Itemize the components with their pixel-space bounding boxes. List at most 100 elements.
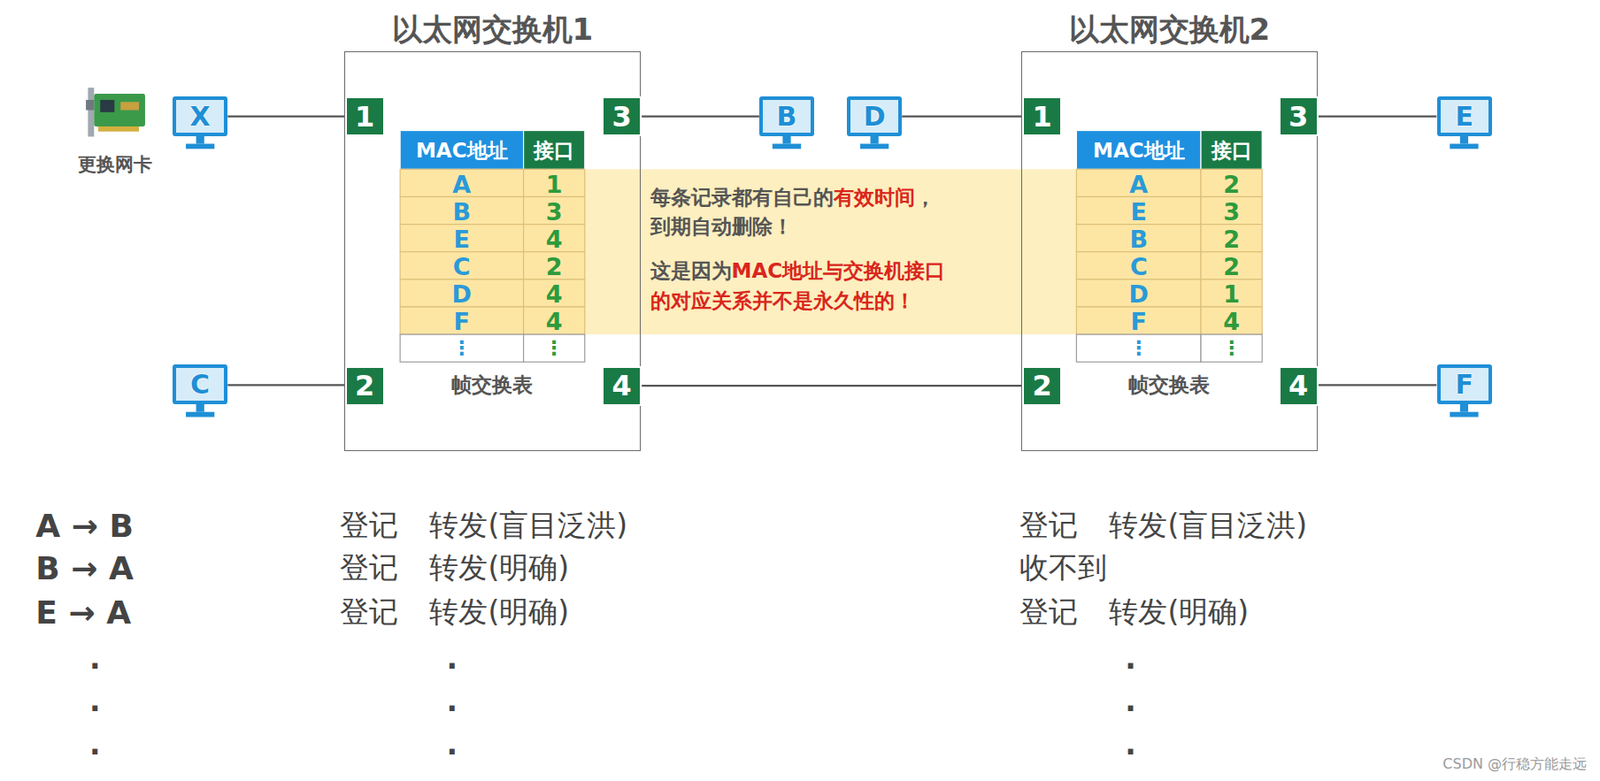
table-cell	[1076, 334, 1201, 362]
mac-address-cell: D	[1129, 280, 1149, 308]
table-cell	[400, 279, 524, 308]
continuation-dot: .	[446, 640, 459, 676]
note-line: 这是因为MAC地址与交换机接口	[650, 256, 947, 285]
table-header: 接口	[1211, 136, 1253, 164]
table-cell	[1200, 279, 1262, 308]
mac-address-cell: A	[452, 169, 471, 198]
link-wire	[227, 384, 345, 386]
host-letter: C	[190, 369, 210, 400]
port-number-box: 2	[345, 366, 385, 407]
switch2-action: 登记	[1019, 592, 1078, 632]
watermark: CSDN @行稳方能走远	[1442, 754, 1587, 774]
table-cell	[523, 279, 585, 308]
table-header: MAC地址	[1092, 136, 1185, 164]
table-cell	[1076, 169, 1201, 197]
interface-cell: 4	[546, 307, 563, 336]
table-ellipsis: ⋮	[452, 337, 472, 360]
switch2-action: 登记	[1019, 505, 1078, 546]
table-cell	[1076, 224, 1201, 253]
table-header-cell	[1076, 130, 1201, 170]
table-cell	[523, 169, 585, 197]
table-cell	[1200, 169, 1262, 197]
mac-address-cell: C	[453, 252, 471, 280]
table-cell	[1200, 196, 1262, 224]
note-text: 到期自动删除！	[650, 214, 793, 238]
interface-cell: 4	[546, 280, 563, 308]
link-wire	[641, 384, 1023, 387]
interface-cell: 1	[546, 169, 563, 198]
switch1-action: 转发(明确)	[429, 592, 570, 632]
link-wire	[641, 115, 760, 117]
continuation-dot: .	[1124, 640, 1137, 676]
host-monitor: E	[1437, 96, 1493, 137]
switch1-action: 转发(盲目泛洪)	[429, 505, 628, 546]
switch1-action: 登记	[339, 505, 399, 546]
link-wire	[901, 115, 1023, 117]
network-card-icon	[85, 87, 146, 137]
interface-cell: 2	[1223, 224, 1240, 253]
table-cell	[1200, 252, 1262, 280]
host-monitor: D	[846, 96, 902, 137]
host-monitor: F	[1437, 364, 1493, 405]
interface-cell: 3	[1223, 197, 1240, 225]
continuation-dot: .	[89, 640, 101, 676]
continuation-dot: .	[446, 726, 459, 762]
port-number: 3	[611, 100, 631, 134]
port-number: 2	[1032, 369, 1053, 403]
switch1-action: 登记	[339, 592, 399, 632]
port-number-box: 4	[1278, 366, 1319, 407]
continuation-dot: .	[89, 684, 101, 719]
host-letter: E	[1454, 100, 1474, 132]
host-monitor: X	[172, 96, 228, 137]
table-ellipsis: ⋮	[1222, 337, 1242, 360]
interface-cell: 4	[546, 224, 563, 253]
port-number: 1	[354, 100, 375, 134]
port-number: 4	[1288, 369, 1308, 403]
mac-address-cell: A	[1129, 169, 1148, 198]
switch1-action: 登记	[339, 548, 399, 589]
note-band	[400, 169, 1262, 335]
host-monitor: C	[172, 364, 228, 405]
mac-address-cell: C	[1130, 252, 1148, 280]
interface-cell: 4	[1223, 307, 1240, 336]
table-cell	[1200, 307, 1262, 335]
table-cell	[1076, 279, 1201, 308]
table-cell	[1200, 224, 1262, 253]
table-header-cell	[523, 130, 585, 170]
note-line: 每条记录都有自己的有效时间，	[650, 183, 936, 211]
table-cell	[1076, 307, 1201, 335]
switch2-action: 转发(明确)	[1108, 592, 1249, 632]
table-header-cell	[400, 130, 524, 170]
link-wire	[1317, 115, 1437, 117]
interface-cell: 1	[1223, 280, 1240, 308]
table-cell	[523, 196, 585, 224]
switch2-action: 转发(盲目泛洪)	[1108, 505, 1308, 546]
mac-address-cell: F	[453, 307, 470, 336]
switch2-action: 收不到	[1019, 548, 1108, 589]
host-letter: X	[189, 100, 210, 132]
mac-address-cell: F	[1130, 307, 1147, 336]
switch-title: 以太网交换机2	[1022, 9, 1316, 51]
continuation-dot: .	[89, 726, 101, 762]
port-number-box: 3	[601, 96, 642, 137]
table-cell	[523, 224, 585, 253]
host-letter: B	[776, 100, 798, 132]
frame-direction: E → A	[35, 593, 131, 631]
table-cell	[523, 252, 585, 280]
host-monitor: B	[759, 96, 815, 137]
host-letter: F	[1454, 369, 1474, 400]
continuation-dot: .	[1124, 726, 1137, 762]
replace-nic-label: 更换网卡	[77, 152, 153, 177]
port-number: 1	[1032, 100, 1053, 134]
table-ellipsis: ⋮	[544, 337, 564, 360]
table-cell	[400, 224, 524, 253]
table-header: MAC地址	[415, 136, 508, 164]
link-wire	[227, 115, 345, 117]
table-cell	[1200, 334, 1262, 362]
note-text: ，	[915, 184, 936, 208]
note-line: 的对应关系并不是永久性的！	[650, 287, 916, 316]
table-header-cell	[1200, 130, 1262, 170]
note-highlight: 有效时间	[833, 184, 916, 208]
frame-direction: A → B	[35, 507, 134, 544]
table-caption: 帧交换表	[1128, 370, 1210, 399]
